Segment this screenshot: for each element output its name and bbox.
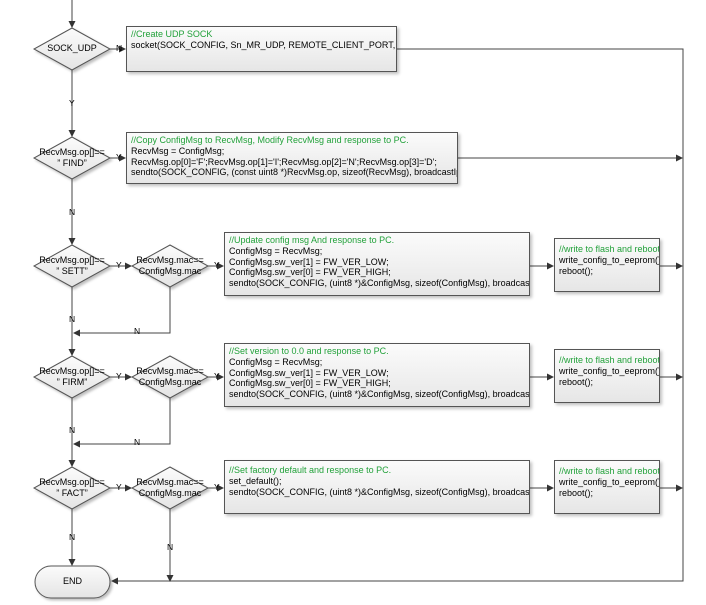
- decision-line: RecvMsg.op[]==: [39, 255, 105, 265]
- code-line: sendto(SOCK_CONFIG, (uint8 *)&ConfigMsg,…: [229, 278, 530, 289]
- decision-text-sett: RecvMsg.op[]== ” SETT”: [34, 255, 110, 277]
- code-line: ConfigMsg = RecvMsg;: [229, 245, 323, 256]
- edge-label-yes: Y: [116, 152, 122, 162]
- edge-label-yes: Y: [214, 482, 220, 492]
- comment-line: //Update config msg And response to PC.: [229, 235, 395, 245]
- code-line: ConfigMsg.sw_ver[0] = FW_VER_HIGH;: [229, 378, 391, 389]
- code-line: reboot();: [559, 265, 594, 276]
- code-line: ConfigMsg = RecvMsg;: [229, 356, 323, 367]
- code-line: write_config_to_eeprom();: [559, 254, 660, 265]
- comment-line: //write to flash and reboot: [559, 466, 660, 476]
- edge-label-yes: Y: [116, 260, 122, 270]
- decision-line: RecvMsg.op[]==: [39, 147, 105, 157]
- code-line: RecvMsg = ConfigMsg;: [131, 145, 225, 156]
- edge-label-no: N: [69, 207, 76, 217]
- process-fact-write-reboot: //write to flash and reboot write_config…: [554, 460, 660, 514]
- process-sett-update: //Update config msg And response to PC. …: [224, 232, 530, 296]
- code-line: RecvMsg.op[0]='F';RecvMsg.op[1]='I';Recv…: [131, 156, 437, 167]
- edge-label-no: N: [134, 326, 141, 336]
- decision-line: RecvMsg.mac==: [136, 366, 204, 376]
- decision-line: ConfigMsg.mac: [138, 377, 202, 387]
- comment-line: //Create UDP SOCK: [131, 29, 213, 39]
- process-create-udp-sock: //Create UDP SOCK socket(SOCK_CONFIG, Sn…: [126, 26, 397, 72]
- edge-label-no: N: [69, 532, 76, 542]
- code-line: ConfigMsg.sw_ver[0] = FW_VER_HIGH;: [229, 267, 391, 278]
- process-firm-write-reboot: //write to flash and reboot write_config…: [554, 349, 660, 403]
- edge-label-no: N: [116, 43, 123, 53]
- code-line: sendto(SOCK_CONFIG, (const uint8 *)RecvM…: [131, 167, 458, 178]
- code-line: ConfigMsg.sw_ver[1] = FW_VER_LOW;: [229, 367, 389, 378]
- code-line: sendto(SOCK_CONFIG, (uint8 *)&ConfigMsg,…: [229, 389, 530, 400]
- edge-label-yes: Y: [214, 260, 220, 270]
- decision-text-sett-mac: RecvMsg.mac== ConfigMsg.mac: [132, 255, 208, 277]
- edge-label-no: N: [167, 542, 174, 552]
- decision-text-find: RecvMsg.op[]== ” FIND”: [34, 147, 110, 169]
- decision-line: ” SETT”: [56, 266, 88, 276]
- decision-line: ” FIND”: [57, 158, 87, 168]
- decision-line: ConfigMsg.mac: [138, 266, 202, 276]
- code-line: reboot();: [559, 376, 594, 387]
- decision-line: ” FIRM”: [56, 377, 88, 387]
- comment-line: //Set version to 0.0 and response to PC.: [229, 346, 389, 356]
- edge-label-no: N: [69, 425, 76, 435]
- decision-line: RecvMsg.op[]==: [39, 477, 105, 487]
- decision-line: ” FACT”: [56, 488, 88, 498]
- edge-label-yes: Y: [214, 371, 220, 381]
- code-line: ConfigMsg.sw_ver[1] = FW_VER_LOW;: [229, 256, 389, 267]
- decision-text-firm: RecvMsg.op[]== ” FIRM”: [34, 366, 110, 388]
- code-line: write_config_to_eeprom();: [559, 476, 660, 487]
- code-line: write_config_to_eeprom();: [559, 365, 660, 376]
- process-sett-write-reboot: //write to flash and reboot write_config…: [554, 238, 660, 292]
- edge-label-no: N: [134, 437, 141, 447]
- code-line: socket(SOCK_CONFIG, Sn_MR_UDP, REMOTE_CL…: [131, 39, 397, 50]
- decision-text-fact-mac: RecvMsg.mac== ConfigMsg.mac: [132, 477, 208, 499]
- comment-line: //Set factory default and response to PC…: [229, 465, 392, 475]
- decision-text-fact: RecvMsg.op[]== ” FACT”: [34, 477, 110, 499]
- code-line: sendto(SOCK_CONFIG, (uint8 *)&ConfigMsg,…: [229, 486, 530, 497]
- comment-line: //Copy ConfigMsg to RecvMsg, Modify Recv…: [131, 135, 409, 145]
- decision-line: SOCK_UDP: [47, 43, 97, 53]
- edge-label-yes: Y: [116, 371, 122, 381]
- decision-text-firm-mac: RecvMsg.mac== ConfigMsg.mac: [132, 366, 208, 388]
- comment-line: //write to flash and reboot: [559, 244, 660, 254]
- process-fact-default: //Set factory default and response to PC…: [224, 460, 530, 514]
- end-label: END: [62, 576, 82, 586]
- decision-line: RecvMsg.mac==: [136, 255, 204, 265]
- decision-line: RecvMsg.mac==: [136, 477, 204, 487]
- code-line: reboot();: [559, 487, 594, 498]
- code-line: set_default();: [229, 475, 282, 486]
- edge-label-yes: Y: [116, 482, 122, 492]
- edge-label-no: N: [69, 314, 76, 324]
- decision-line: ConfigMsg.mac: [138, 488, 202, 498]
- process-find-response: //Copy ConfigMsg to RecvMsg, Modify Recv…: [126, 132, 458, 184]
- end-terminator: [34, 565, 111, 599]
- edge-label-yes: Y: [69, 98, 75, 108]
- process-firm-version: //Set version to 0.0 and response to PC.…: [224, 343, 530, 407]
- decision-line: RecvMsg.op[]==: [39, 366, 105, 376]
- comment-line: //write to flash and reboot: [559, 355, 660, 365]
- decision-text-sock-udp: SOCK_UDP: [34, 43, 110, 54]
